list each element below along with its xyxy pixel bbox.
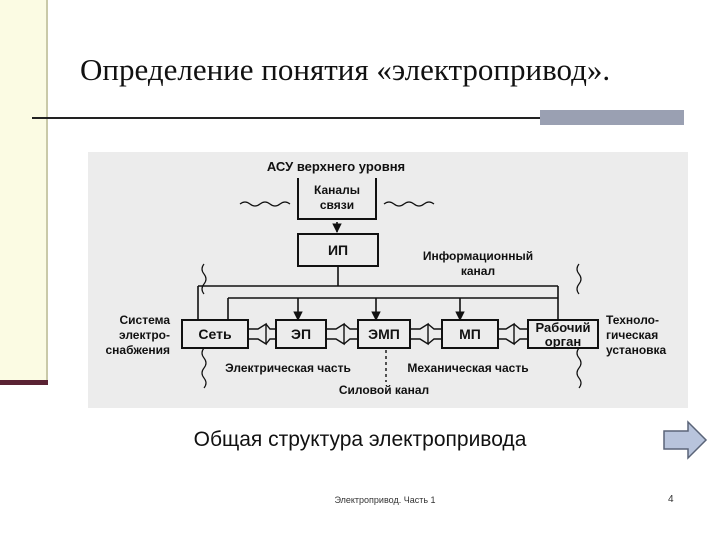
page-number: 4 — [668, 494, 674, 505]
channels-box-line-1: Каналы — [314, 183, 360, 197]
supply-system-line-2: электро- — [119, 328, 170, 342]
power-flow-connectors — [248, 322, 528, 346]
channels-box — [297, 178, 377, 220]
slide-title: Определение понятия «электропривод». — [80, 52, 611, 87]
mp-box-label: МП — [459, 326, 481, 342]
drive-structure-diagram: АСУ верхнего уровня Каналы связи ИП Инфо… — [88, 152, 688, 408]
mechanical-part-label: Механическая часть — [407, 361, 528, 375]
supply-system-line-1: Система — [119, 313, 170, 327]
footer-text: Электропривод. Часть 1 — [334, 495, 436, 505]
mp-box — [441, 319, 499, 349]
separator-wave-right — [576, 263, 582, 389]
top-level-acs-label: АСУ верхнего уровня — [267, 159, 405, 174]
title-rule-line — [32, 117, 540, 119]
network-box — [181, 319, 249, 349]
ep-box-label: ЭП — [291, 326, 311, 342]
wave-left — [239, 201, 291, 207]
next-slide-button[interactable] — [662, 420, 708, 460]
emp-box — [357, 319, 411, 349]
working-organ-line-1: Рабочий — [536, 320, 591, 335]
diagram-svg: АСУ верхнего уровня Каналы связи ИП Инфо… — [106, 159, 667, 397]
tech-installation-line-1: Техноло- — [606, 313, 659, 327]
ip-box-label: ИП — [328, 242, 348, 258]
info-channel-line-1: Информационный — [423, 249, 533, 263]
working-organ-box — [527, 319, 599, 349]
left-decor-accent — [0, 380, 48, 385]
left-decor-band — [0, 0, 48, 382]
title-rule-block — [540, 110, 684, 125]
wave-right — [383, 201, 435, 207]
ep-box — [275, 319, 327, 349]
electrical-part-label: Электрическая часть — [225, 361, 351, 375]
left-decor-edge — [46, 0, 48, 382]
power-channel-label: Силовой канал — [339, 383, 429, 397]
tech-installation-line-3: установка — [606, 343, 667, 357]
tech-installation-line-2: гическая — [606, 328, 658, 342]
emp-box-label: ЭМП — [368, 326, 400, 342]
network-box-label: Сеть — [198, 326, 232, 342]
working-organ-line-2: орган — [545, 334, 581, 349]
supply-system-line-3: снабжения — [106, 343, 171, 357]
right-arrow-icon — [663, 420, 708, 460]
separator-wave-left — [201, 263, 207, 389]
channels-box-line-2: связи — [320, 198, 354, 212]
info-channel-line-2: канал — [461, 264, 495, 278]
diagram-caption: Общая структура электропривода — [193, 428, 527, 451]
